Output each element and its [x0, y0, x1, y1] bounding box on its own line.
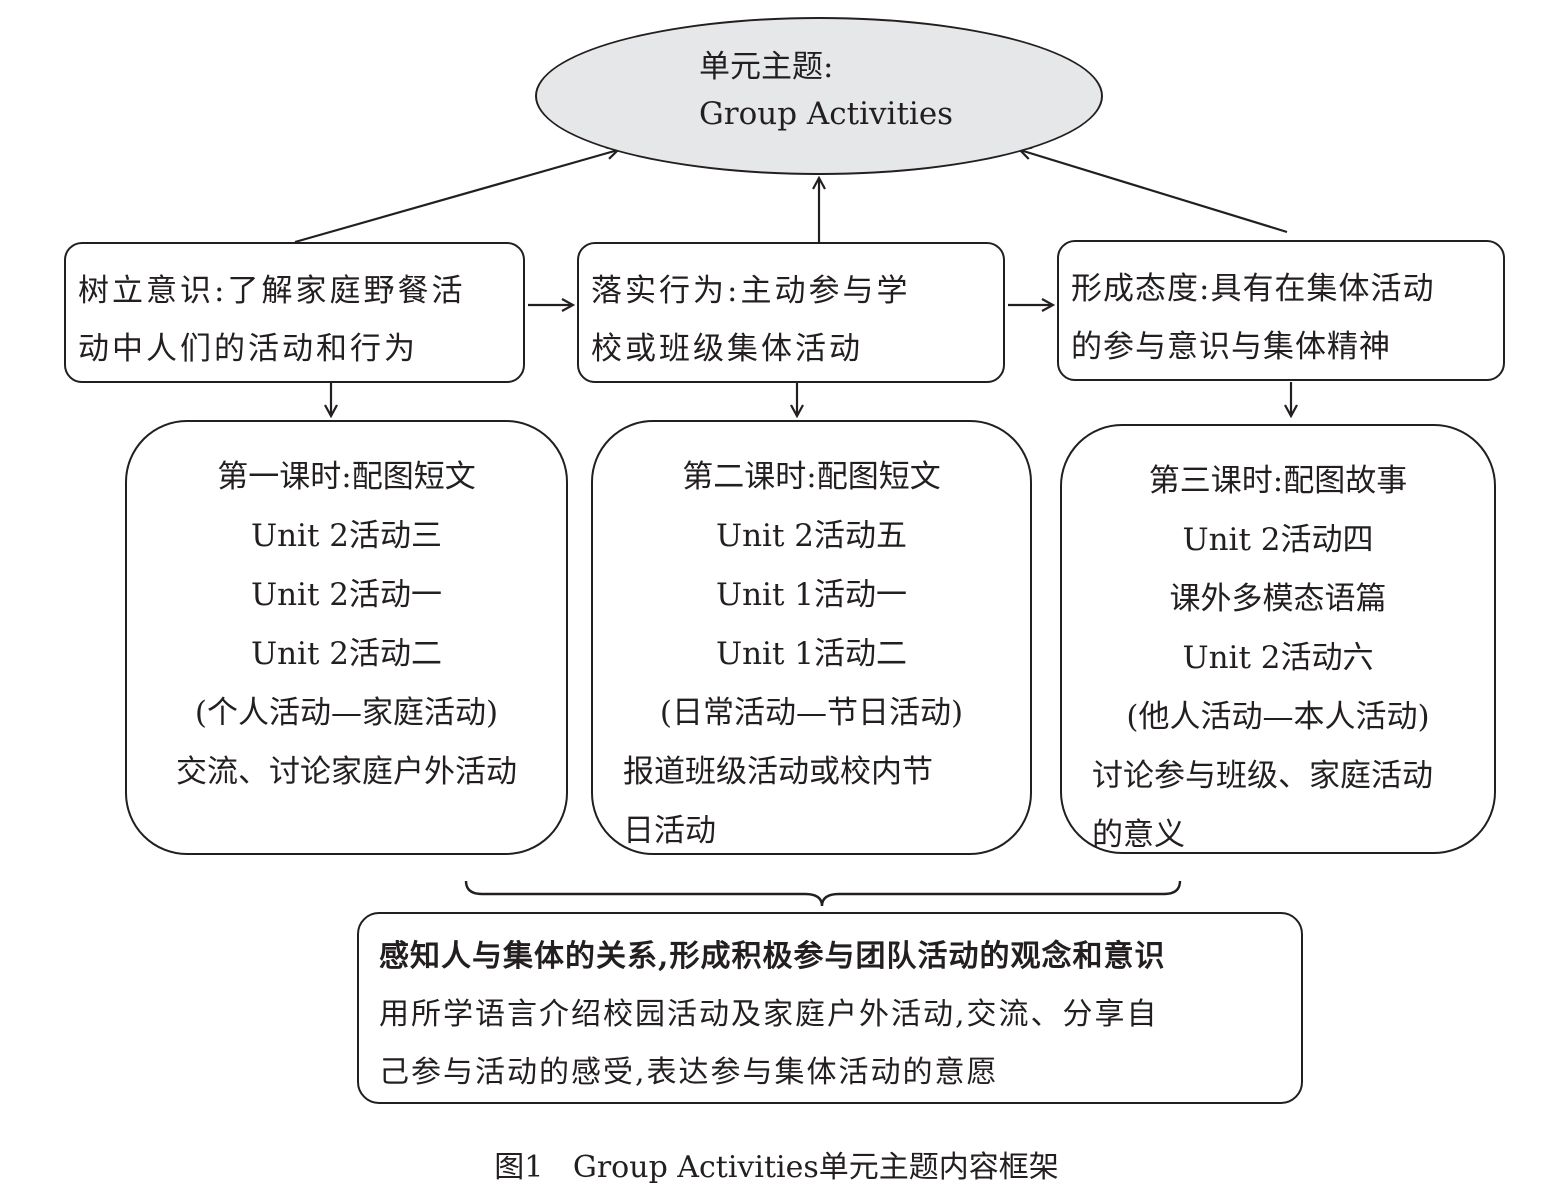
- lesson-task: 交流、讨论家庭户外活动: [176, 754, 517, 790]
- lesson-task: 报道班级活动或校内节: [623, 754, 933, 790]
- lesson-item: Unit 2活动三: [250, 518, 443, 554]
- unit-theme-ellipse: 单元主题: Group Activities: [535, 17, 1103, 175]
- lesson-progression: (他人活动—本人活动): [1126, 699, 1430, 735]
- lesson-item: 课外多模态语篇: [1169, 581, 1387, 617]
- theme-name: Group Activities: [699, 96, 954, 132]
- summary-line: 用所学语言介绍校园活动及家庭户外活动,交流、分享自: [379, 997, 1159, 1032]
- summary-line: 己参与活动的感受,表达参与集体活动的意愿: [379, 1055, 999, 1090]
- figure-number: 图1: [494, 1150, 544, 1185]
- goal-text-line: 的参与意识与集体精神: [1071, 329, 1391, 365]
- lesson-item: Unit 1活动二: [715, 636, 908, 672]
- goal-text-line: 落实行为:主动参与学: [591, 273, 911, 309]
- goal-box-behavior: 落实行为:主动参与学 校或班级集体活动: [577, 242, 1005, 383]
- lesson-task: 的意义: [1092, 817, 1185, 853]
- lesson-item: Unit 2活动二: [250, 636, 443, 672]
- lesson-item: Unit 2活动一: [250, 577, 443, 613]
- lesson-box-1: 第一课时:配图短文 Unit 2活动三 Unit 2活动一 Unit 2活动二 …: [125, 420, 568, 855]
- lesson-progression: (个人活动—家庭活动): [194, 695, 499, 731]
- lesson-item: Unit 2活动四: [1182, 522, 1374, 558]
- lesson-task: 讨论参与班级、家庭活动: [1092, 758, 1433, 794]
- goal-text-line: 动中人们的活动和行为: [78, 331, 418, 367]
- summary-headline: 感知人与集体的关系,形成积极参与团队活动的观念和意识: [379, 939, 1166, 974]
- arrow-goal3-to-theme: [1020, 150, 1288, 234]
- lesson-title: 第三课时:配图故事: [1148, 463, 1408, 499]
- lesson-title: 第二课时:配图短文: [682, 459, 941, 495]
- arrow-goal1-to-theme: [294, 150, 618, 244]
- lesson-title: 第一课时:配图短文: [217, 459, 476, 495]
- goal-box-awareness: 树立意识:了解家庭野餐活 动中人们的活动和行为: [64, 242, 525, 383]
- lesson-box-2: 第二课时:配图短文 Unit 2活动五 Unit 1活动一 Unit 1活动二 …: [591, 420, 1032, 855]
- brace: [464, 880, 1182, 907]
- lesson-item: Unit 2活动五: [715, 518, 908, 554]
- figure-title: Group Activities单元主题内容框架: [572, 1150, 1059, 1185]
- goal-text-line: 形成态度:具有在集体活动: [1071, 271, 1435, 307]
- goal-box-attitude: 形成态度:具有在集体活动 的参与意识与集体精神: [1057, 240, 1505, 381]
- summary-box: 感知人与集体的关系,形成积极参与团队活动的观念和意识 用所学语言介绍校园活动及家…: [357, 912, 1303, 1104]
- lesson-task: 日活动: [623, 813, 716, 849]
- theme-label: 单元主题:: [699, 49, 834, 85]
- lesson-box-3: 第三课时:配图故事 Unit 2活动四 课外多模态语篇 Unit 2活动六 (他…: [1060, 424, 1496, 854]
- lesson-item: Unit 1活动一: [715, 577, 908, 613]
- lesson-progression: (日常活动—节日活动): [659, 695, 964, 731]
- goal-text-line: 校或班级集体活动: [591, 331, 863, 367]
- goal-text-line: 树立意识:了解家庭野餐活: [78, 273, 466, 309]
- figure-caption: 图1 Group Activities单元主题内容框架: [0, 1142, 1553, 1186]
- lesson-item: Unit 2活动六: [1182, 640, 1374, 676]
